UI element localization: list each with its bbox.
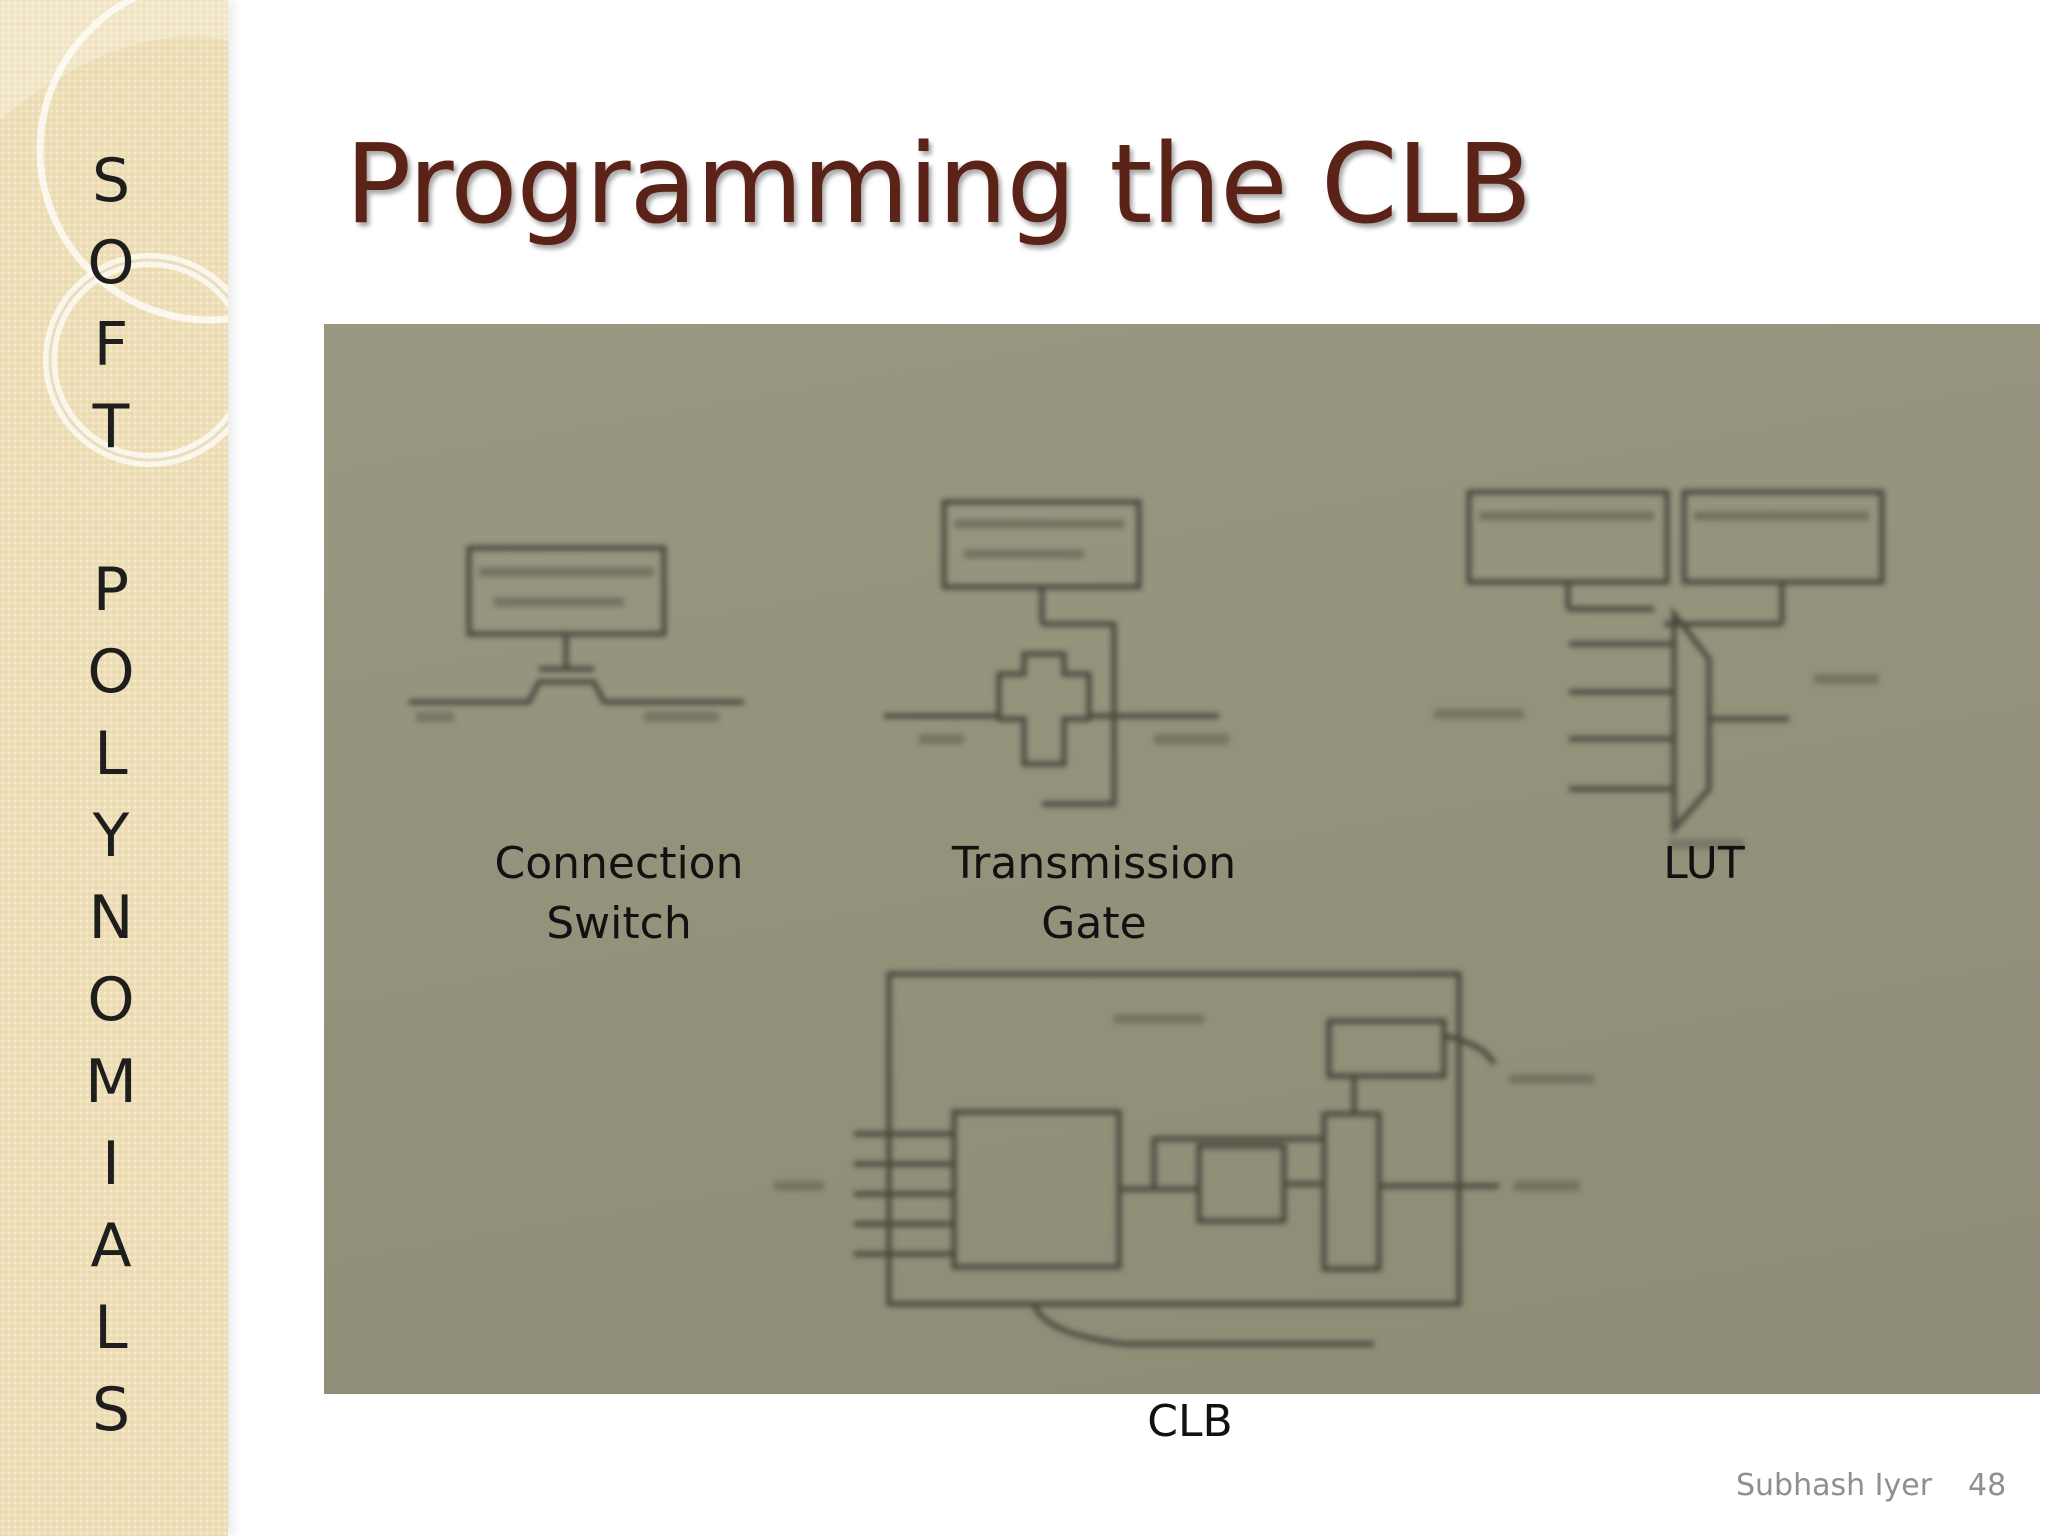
sidebar-letter: Y bbox=[92, 801, 130, 871]
sidebar-letter: I bbox=[102, 1129, 120, 1199]
sidebar-letter: S bbox=[91, 146, 131, 216]
caption-lut: LUT bbox=[1663, 838, 1745, 889]
circuit-diagram-image bbox=[409, 489, 1885, 1347]
caption-line: Gate bbox=[1041, 898, 1147, 949]
sidebar-letter: F bbox=[93, 310, 129, 380]
decorative-circles bbox=[0, 0, 228, 467]
sidebar-letter: M bbox=[85, 1047, 137, 1117]
caption-line: Connection bbox=[494, 838, 744, 889]
sidebar-letter: N bbox=[88, 883, 134, 953]
sidebar-letter: A bbox=[90, 1211, 132, 1281]
sidebar-letter: L bbox=[94, 1293, 128, 1363]
caption-line: Transmission bbox=[951, 838, 1237, 889]
sidebar: S O F T P O L Y N O M I A L S bbox=[0, 0, 228, 1536]
sidebar-letter: O bbox=[87, 637, 135, 707]
sidebar-letter: O bbox=[87, 965, 135, 1035]
sidebar-letter: L bbox=[94, 719, 128, 789]
sidebar-letter: P bbox=[92, 555, 130, 625]
sidebar-letter: O bbox=[87, 228, 135, 298]
caption-transmission-gate: Transmission Gate bbox=[904, 834, 1284, 954]
sidebar-letter: T bbox=[92, 392, 130, 462]
slide-title: Programming the CLB bbox=[345, 120, 1532, 248]
caption-line: Switch bbox=[546, 898, 692, 949]
vertical-brand-text: S O F T P O L Y N O M I A L S bbox=[0, 135, 222, 1440]
caption-connection-switch: Connection Switch bbox=[439, 834, 799, 954]
footer-author: Subhash Iyer bbox=[1736, 1468, 1933, 1503]
page-number: 48 bbox=[1968, 1468, 2007, 1503]
caption-clb: CLB bbox=[1147, 1396, 1233, 1447]
sidebar-letter: S bbox=[91, 1375, 131, 1445]
clb-diagram-photo: Connection Switch Transmission Gate LUT bbox=[324, 324, 2040, 1394]
